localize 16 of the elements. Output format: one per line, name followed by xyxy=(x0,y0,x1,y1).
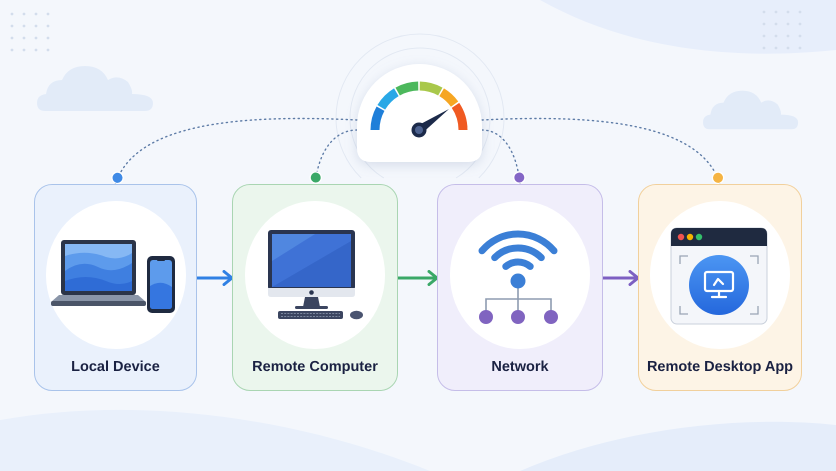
arrow xyxy=(603,270,640,286)
process-box xyxy=(34,184,197,391)
process-box xyxy=(437,184,603,391)
arrow xyxy=(197,270,234,286)
process-box xyxy=(638,184,802,391)
node-label: Local Device xyxy=(71,358,160,377)
node-label: Network xyxy=(491,358,549,377)
node-label: Remote Computer xyxy=(252,358,378,377)
dotted-connector xyxy=(112,118,358,185)
node-label: Remote Desktop App xyxy=(646,358,794,377)
arrow xyxy=(398,270,438,286)
dotted-connector xyxy=(310,129,358,185)
speedometer-icon xyxy=(357,64,482,162)
process-box xyxy=(232,184,398,391)
dotted-connector xyxy=(481,118,724,185)
dotted-connector xyxy=(481,129,526,185)
